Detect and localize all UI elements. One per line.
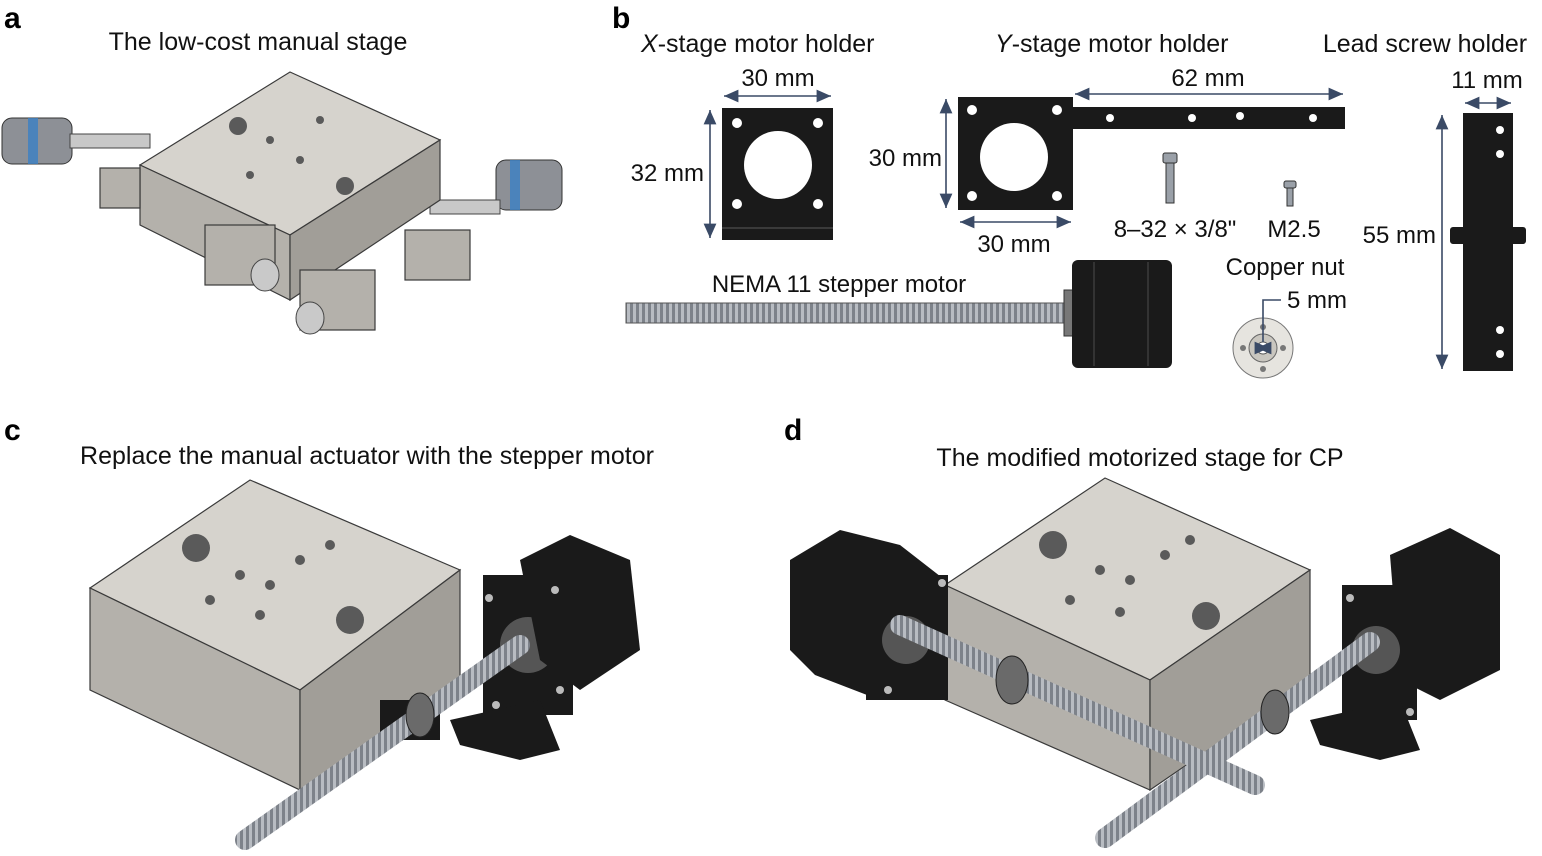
x-stage-motor-holder: X-stage motor holder 30 mm 32 mm <box>631 30 874 240</box>
motor-label: NEMA 11 stepper motor <box>712 271 966 298</box>
y-holder-width-label: 30 mm <box>977 231 1050 258</box>
y-stage-motor-holder: Y-stage motor holder 62 mm 30 mm 30 mm <box>869 30 1345 258</box>
panel-c-letter: c <box>4 414 21 447</box>
copper-nut: Copper nut 5 mm <box>1226 254 1347 379</box>
panel-d-title: The modified motorized stage for CP <box>936 444 1343 472</box>
panel-c-title: Replace the manual actuator with the ste… <box>80 442 654 470</box>
lead-screw-c <box>235 635 530 850</box>
copper-nut-label: Copper nut <box>1226 254 1345 281</box>
panel-b: b X-stage motor holder 30 mm 32 mm Y-sta… <box>612 2 1527 379</box>
y-holder-arm <box>1073 107 1345 129</box>
x-holder-height-label: 32 mm <box>631 160 704 187</box>
lead-screw-x-d <box>890 615 1265 795</box>
panel-c: c Replace the manual actuator with the s… <box>4 414 654 850</box>
lead-screw <box>625 302 1071 324</box>
micrometer-right <box>495 159 563 211</box>
nema-11-stepper-motor: NEMA 11 stepper motor <box>625 260 1172 368</box>
x-holder-width-label: 30 mm <box>741 65 814 92</box>
panel-a: a The low-cost manual stage <box>1 2 563 335</box>
panel-b-letter: b <box>612 2 630 35</box>
y-holder-arm-label: 62 mm <box>1171 65 1244 92</box>
stage-with-stepper-illustration <box>88 479 640 850</box>
panel-a-letter: a <box>4 2 21 35</box>
right-motor-d <box>1390 528 1500 700</box>
lead-screw-holder-title: Lead screw holder <box>1323 30 1527 58</box>
panel-d: d The modified motorized stage for CP <box>784 414 1500 848</box>
screw-small-label: M2.5 <box>1267 216 1320 243</box>
screw-large-label: 8–32 × 3/8" <box>1114 216 1237 243</box>
screws: 8–32 × 3/8" M2.5 <box>1114 152 1321 243</box>
x-holder-title: X-stage motor holder <box>640 30 874 58</box>
motorized-stage-illustration <box>790 477 1500 848</box>
lead-screw-y-d <box>1095 632 1380 848</box>
y-holder-title: Y-stage motor holder <box>995 30 1228 58</box>
manual-stage-illustration <box>1 71 563 335</box>
motor-body <box>1072 260 1172 368</box>
lead-screw-holder: Lead screw holder 11 mm 55 mm <box>1323 30 1527 371</box>
copper-nut-diameter-label: 5 mm <box>1287 287 1347 314</box>
y-holder-height-label: 30 mm <box>869 145 942 172</box>
panel-d-letter: d <box>784 414 802 447</box>
lead-screw-holder-height-label: 55 mm <box>1363 222 1436 249</box>
panel-a-title: The low-cost manual stage <box>109 28 408 56</box>
lead-screw-holder-width-label: 11 mm <box>1451 67 1523 94</box>
